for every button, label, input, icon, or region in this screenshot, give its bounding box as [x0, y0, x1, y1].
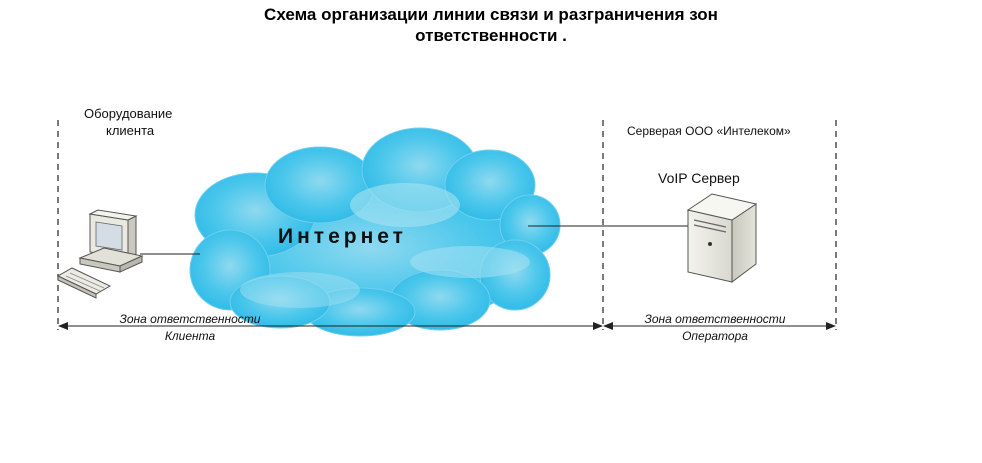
operator-zone-label-line1: Зона ответственности [644, 312, 786, 326]
client-zone-label-line2: Клиента [164, 329, 216, 343]
operator-zone-label-line2: Оператора [682, 329, 748, 343]
operator-zone-arrow [603, 322, 836, 330]
client-zone-label-line1: Зона ответственности [119, 312, 261, 326]
client-equipment-label-line2: клиента [106, 123, 155, 138]
server-room-label: Серверая ООО «Интелеком» [627, 124, 791, 138]
computer-icon [56, 209, 144, 299]
client-equipment-label-line1: Оборудование [84, 106, 173, 121]
client-zone-arrow [58, 322, 603, 330]
voip-server-label: VoIP Сервер [658, 170, 740, 186]
diagram-title-line2: ответственности . [415, 26, 567, 45]
client-equipment-label: Оборудование клиента [84, 105, 172, 139]
diagram-title-line1: Схема организации линии связи и разграни… [264, 5, 718, 24]
internet-label: Интернет [278, 225, 407, 248]
server-icon [686, 193, 758, 283]
internet-cloud [189, 127, 561, 337]
